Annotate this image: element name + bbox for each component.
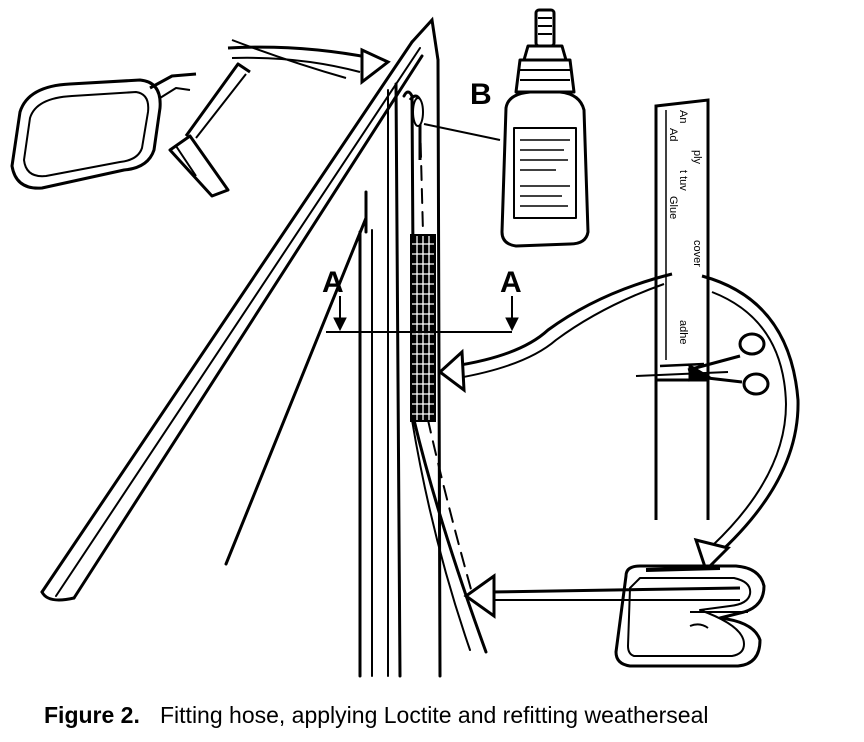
diagram: A A B Ad An ply t tuv Glue cov — [10, 8, 800, 678]
tube-text-6: cover — [691, 240, 703, 267]
tape-to-hose-arrow — [437, 272, 673, 394]
figure-caption: Figure 2. Fitting hose, applying Loctite… — [0, 698, 864, 738]
door-frame — [358, 16, 488, 678]
figure-caption-text: Fitting hose, applying Loctite and refit… — [160, 702, 709, 728]
loctite-callout-label: B — [470, 78, 492, 111]
tube-text-2: An — [677, 110, 689, 123]
tube-text-7: adhe — [677, 320, 689, 344]
loctite-leader-line — [423, 123, 501, 141]
seal-to-door-arrow — [463, 573, 741, 619]
section-label-left: A — [322, 266, 344, 299]
figure-number: Figure 2. — [44, 702, 140, 728]
tube-text-4: t tuv — [677, 170, 689, 191]
side-mirror — [10, 62, 251, 198]
a-pillar — [40, 40, 424, 602]
tube-text-3: ply — [691, 150, 703, 165]
section-line-a-a — [326, 296, 519, 333]
tube-to-seal-arrow — [693, 274, 800, 573]
mirror-arrow — [227, 39, 391, 86]
tube-text-1: Ad — [667, 128, 679, 141]
weatherseal-profile — [614, 564, 766, 668]
section-label-right: A — [500, 266, 522, 299]
loctite-bottle-icon — [500, 8, 590, 248]
scissors-icon — [687, 332, 770, 396]
adhesive-tape-strip: Ad An ply t tuv Glue cover adhe — [635, 98, 729, 520]
tube-text-5: Glue — [667, 196, 679, 219]
hose-section — [408, 94, 436, 422]
